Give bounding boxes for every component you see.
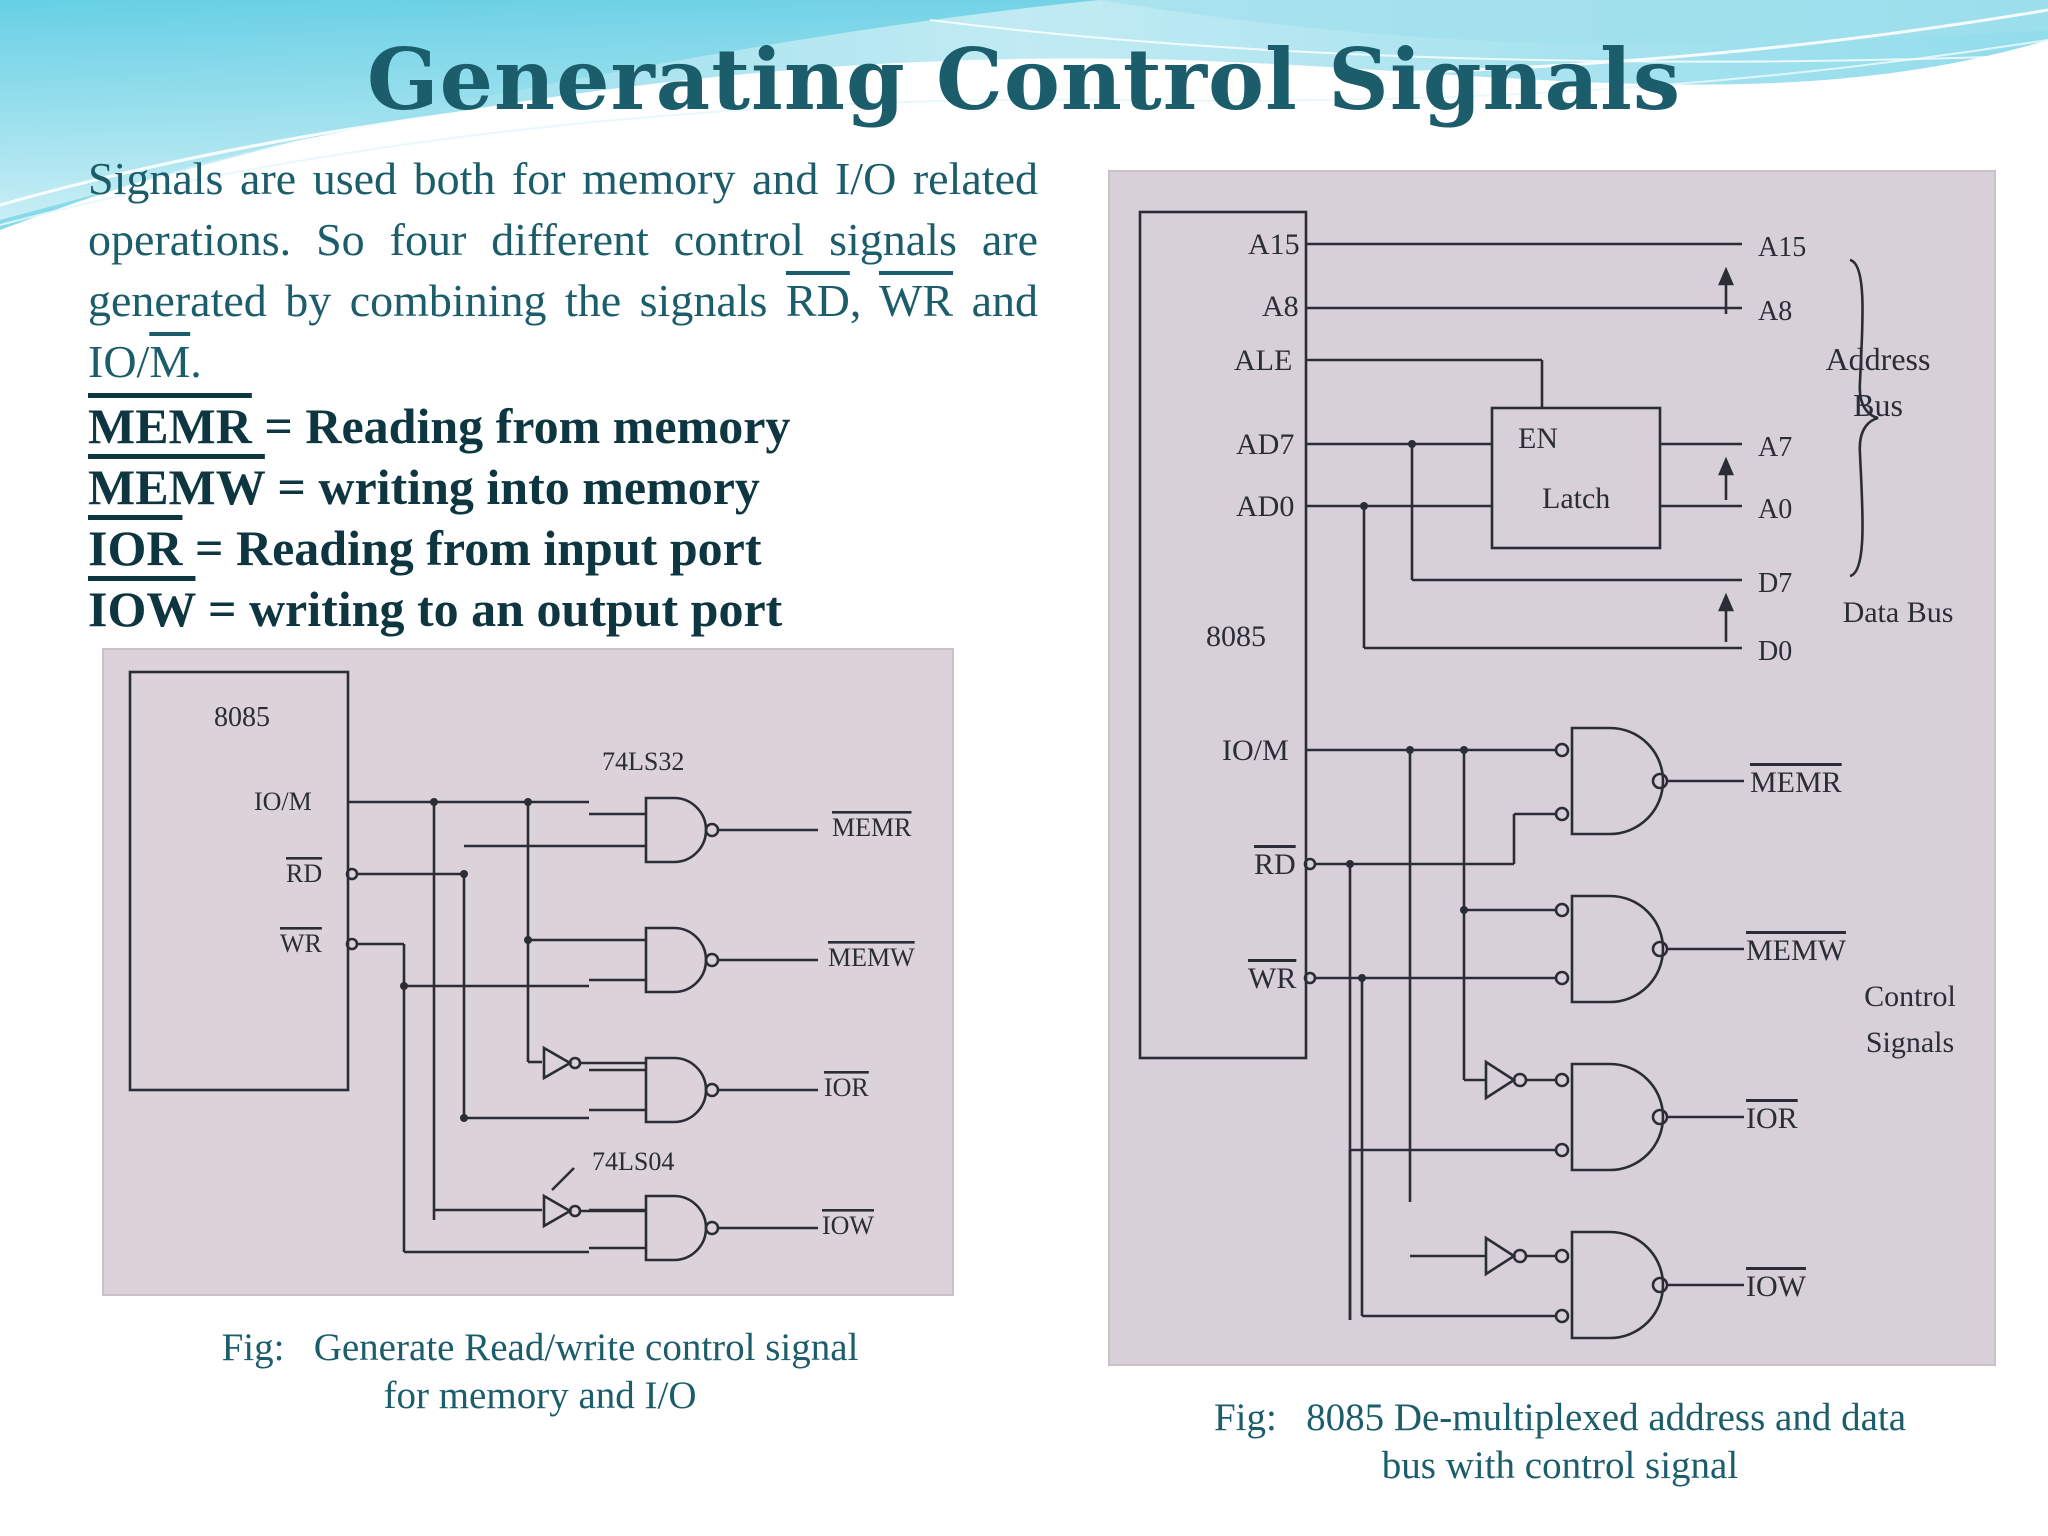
bus-d0: D0 <box>1758 636 1792 667</box>
bus-d7: D7 <box>1758 568 1792 599</box>
signal-name: IOW <box>88 581 196 637</box>
pin-ale: ALE <box>1234 344 1292 377</box>
definition-memr: MEMR = Reading from memory <box>88 396 1038 457</box>
inverter-label: 74LS04 <box>592 1147 674 1176</box>
definition-ior: IOR = Reading from input port <box>88 518 1038 579</box>
inverter-iow <box>542 1193 573 1229</box>
output-memr: MEMR <box>1750 766 1842 799</box>
bus-a7: A7 <box>1758 432 1792 463</box>
pin-rd: RD <box>286 859 322 888</box>
definition-memw: MEMW = writing into memory <box>88 457 1038 518</box>
pin-wr: WR <box>1248 962 1296 995</box>
chip-label: 8085 <box>214 702 270 733</box>
bus-a8: A8 <box>1758 296 1792 327</box>
or-gate-label: 74LS32 <box>602 747 684 776</box>
bus-a0: A0 <box>1758 494 1792 525</box>
control-signal-circuit-diagram: 8085 IO/M RD WR 74LS32 74LS04 MEMR MEMW … <box>128 670 915 1262</box>
data-bus-label: Data Bus <box>1843 596 1954 629</box>
inverter-ior <box>542 1045 573 1081</box>
caption-prefix: Fig: <box>1213 1396 1277 1439</box>
and-gate-iow <box>644 1194 708 1262</box>
inverter-ior <box>1484 1059 1517 1101</box>
and-gate-ior <box>1570 1062 1665 1172</box>
caption-right: Fig: 8085 De-multiplexed address and dat… <box>1140 1394 1980 1490</box>
pin-wr: WR <box>280 929 323 958</box>
control-signals-label-1: Control <box>1864 980 1956 1013</box>
caption-text: 8085 De-multiplexed address and data <box>1306 1396 1907 1439</box>
caption-left-line1: Fig: Generate Read/write control signal <box>140 1324 940 1372</box>
pin-ad7: AD7 <box>1236 428 1294 461</box>
latch-box <box>1490 406 1662 550</box>
output-ior: IOR <box>824 1073 869 1102</box>
signal-name: MEMR <box>88 398 252 454</box>
and-gate-iow <box>1570 1230 1665 1340</box>
slide-title: Generating Control Signals <box>366 30 1682 129</box>
caption-left-line2: for memory and I/O <box>383 1374 697 1417</box>
pin-iom: IO/M <box>1222 734 1289 767</box>
demux-bus-figure: A15 A8 ALE AD7 AD0 8085 IO/M RD WR EN La… <box>1108 170 1996 1366</box>
definition-iow: IOW = writing to an output port <box>88 579 1038 640</box>
intro-end: . <box>190 336 202 387</box>
output-memw: MEMW <box>828 943 915 972</box>
caption-right-line1: Fig: 8085 De-multiplexed address and dat… <box>1140 1394 1980 1442</box>
and-gate-ior <box>644 1056 708 1124</box>
chip-8085-box <box>1138 210 1308 1060</box>
control-signals-label-2: Signals <box>1866 1026 1954 1059</box>
bus-a15: A15 <box>1758 232 1806 263</box>
signal-meaning: = writing into memory <box>264 459 760 515</box>
signal-meaning: = writing to an output port <box>195 581 783 637</box>
latch-en-label: EN <box>1518 422 1558 455</box>
intro-lead: Signals are used both for memory and I/O… <box>88 153 1038 326</box>
signal-name: IOR <box>88 520 183 576</box>
output-iow: IOW <box>822 1211 874 1240</box>
rd-signal: RD <box>785 275 850 326</box>
latch-label: Latch <box>1542 482 1610 515</box>
and-gate-memr <box>644 796 708 864</box>
intro-comma: , <box>849 275 879 326</box>
output-ior: IOR <box>1746 1102 1798 1135</box>
output-memw: MEMW <box>1746 934 1847 967</box>
signal-name: MEMW <box>88 459 265 515</box>
intro-and: and IO/ <box>88 275 1038 387</box>
pin-iom: IO/M <box>254 787 312 816</box>
signal-meaning: = Reading from memory <box>251 398 791 454</box>
caption-left: Fig: Generate Read/write control signal … <box>140 1324 940 1420</box>
caption-right-line2: bus with control signal <box>1381 1444 1739 1487</box>
demux-bus-diagram: A15 A8 ALE AD7 AD0 8085 IO/M RD WR EN La… <box>1138 210 1956 1340</box>
output-iow: IOW <box>1746 1270 1807 1303</box>
pin-rd: RD <box>1254 848 1296 881</box>
and-gate-memr <box>1570 726 1665 836</box>
caption-text: Generate Read/write control signal <box>313 1326 859 1369</box>
chip-label: 8085 <box>1206 620 1266 653</box>
inverter-iow <box>1484 1235 1517 1277</box>
output-memr: MEMR <box>832 813 912 842</box>
address-bus-label-2: Bus <box>1853 387 1903 423</box>
pin-a15: A15 <box>1248 228 1300 261</box>
pin-ad0: AD0 <box>1236 490 1294 523</box>
and-gate-memw <box>644 926 708 994</box>
m-signal: M <box>149 336 191 387</box>
pin-a8: A8 <box>1262 290 1299 323</box>
caption-prefix: Fig: <box>221 1326 285 1369</box>
address-bus-label-1: Address <box>1826 341 1931 377</box>
signal-definitions: MEMR = Reading from memory MEMW = writin… <box>88 396 1038 640</box>
intro-paragraph: Signals are used both for memory and I/O… <box>88 148 1038 392</box>
chip-8085-box <box>128 670 350 1092</box>
and-gate-memw <box>1570 894 1665 1004</box>
wr-signal: WR <box>878 275 954 326</box>
signal-meaning: = Reading from input port <box>182 520 762 576</box>
control-signal-circuit-figure: 8085 IO/M RD WR 74LS32 74LS04 MEMR MEMW … <box>102 648 954 1296</box>
